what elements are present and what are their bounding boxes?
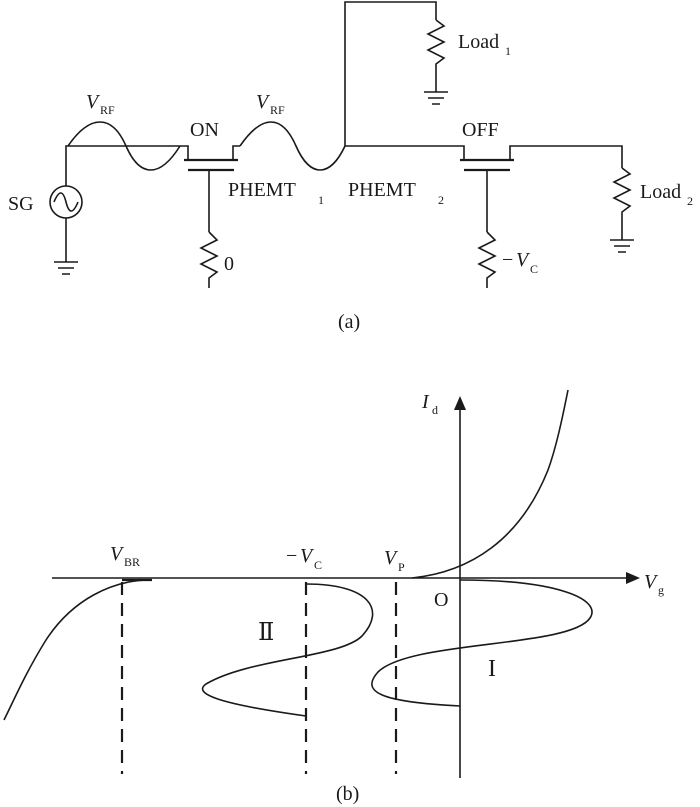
load-2-ground-icon: [610, 239, 634, 253]
svg-text:1: 1: [318, 193, 324, 207]
x-axis-label: V g: [644, 571, 664, 597]
gate-bias-1-label: 0: [224, 253, 234, 275]
phemt-1-symbol: [180, 145, 240, 232]
x-axis-arrow: [626, 572, 640, 584]
svg-text:2: 2: [438, 193, 444, 207]
svg-text:PHEMT: PHEMT: [228, 179, 296, 201]
pinchoff-voltage-label: V P: [384, 547, 405, 574]
phemt-2-symbol: [460, 145, 516, 232]
svg-text:−: −: [286, 545, 297, 567]
characteristic-caption: (b): [336, 783, 359, 805]
svg-text:V: V: [300, 545, 315, 567]
region-1-gate-swing: [371, 579, 593, 707]
svg-text:V: V: [86, 91, 101, 113]
gate-resistor-2: [477, 231, 497, 288]
svg-text:RF: RF: [270, 103, 285, 117]
load-2-resistor: [612, 167, 632, 240]
svg-text:V: V: [516, 249, 531, 271]
region-2-gate-swing: [201, 583, 374, 717]
svg-text:d: d: [432, 403, 438, 417]
origin-label: O: [434, 589, 448, 611]
circuit-caption: (a): [338, 311, 360, 333]
control-voltage-label: − V C: [286, 545, 322, 572]
region-1-label: I: [488, 656, 496, 682]
svg-text:RF: RF: [100, 103, 115, 117]
svg-text:I: I: [421, 391, 430, 413]
signal-generator-wave: [53, 192, 79, 212]
load-1-ground-icon: [424, 91, 448, 105]
phemt-2-label: PHEMT 2: [348, 179, 444, 207]
svg-text:V: V: [644, 571, 659, 593]
rf-label-2: V RF: [256, 91, 285, 117]
y-axis-label: I d: [421, 391, 438, 417]
characteristic-diagram: I d V g O I Ⅱ V BR − V C: [3, 389, 664, 805]
svg-text:Load: Load: [640, 181, 681, 203]
rf-wave-2: [239, 121, 346, 171]
signal-generator-label: SG: [8, 193, 34, 215]
input-wire: [65, 145, 180, 186]
switch-on-label: ON: [190, 119, 219, 141]
y-axis-arrow: [454, 396, 466, 410]
breakdown-voltage-label: V BR: [110, 543, 140, 569]
circuit-diagram: SG V RF ON PHEMT 1 0 V: [8, 1, 693, 333]
svg-text:g: g: [658, 583, 664, 597]
svg-text:2: 2: [687, 194, 693, 208]
breakdown-current-curve: [3, 579, 151, 721]
rf-wave-1: [67, 121, 181, 171]
forward-current-curve: [411, 389, 569, 579]
switch-off-label: OFF: [462, 119, 499, 141]
svg-text:1: 1: [505, 44, 511, 58]
load-1-label: Load 1: [458, 31, 511, 58]
svg-text:V: V: [256, 91, 271, 113]
sg-ground-icon: [54, 261, 78, 275]
gate-bias-2-label: − V C: [502, 249, 538, 276]
load-2-wire: [516, 145, 623, 168]
load-1-resistor: [426, 19, 446, 92]
gate-resistor-1: [199, 231, 219, 288]
svg-text:C: C: [530, 262, 538, 276]
rf-label-1: V RF: [86, 91, 115, 117]
phemt-1-label: PHEMT 1: [228, 179, 324, 207]
svg-text:P: P: [398, 560, 405, 574]
svg-text:PHEMT: PHEMT: [348, 179, 416, 201]
region-2-label: Ⅱ: [258, 620, 274, 646]
svg-text:V: V: [384, 547, 399, 569]
svg-text:−: −: [502, 249, 513, 271]
svg-text:BR: BR: [124, 555, 140, 569]
load-1-wire: [344, 1, 437, 146]
svg-text:C: C: [314, 558, 322, 572]
svg-text:Load: Load: [458, 31, 499, 53]
svg-text:V: V: [110, 543, 125, 565]
load-2-label: Load 2: [640, 181, 693, 208]
